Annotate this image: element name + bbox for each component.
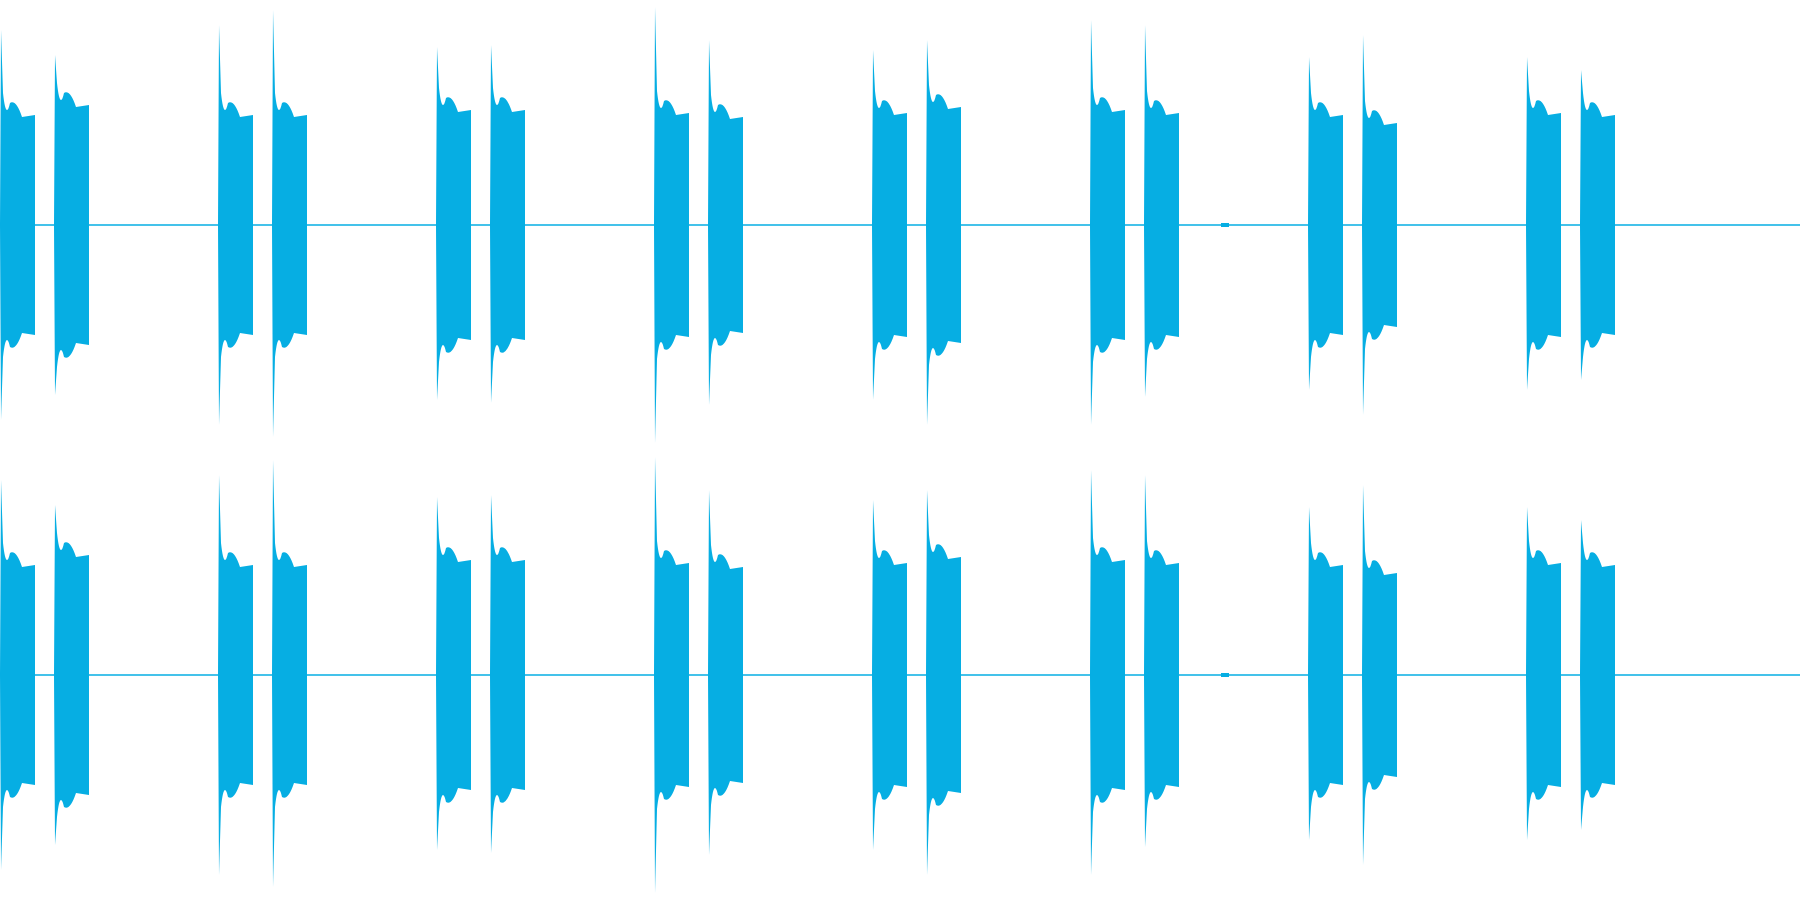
tone-burst bbox=[1144, 25, 1179, 397]
tone-burst bbox=[926, 40, 961, 425]
tone-burst bbox=[1308, 507, 1343, 840]
tone-burst bbox=[1526, 57, 1561, 390]
tone-burst bbox=[654, 457, 689, 893]
tone-burst bbox=[0, 480, 35, 870]
tone-burst bbox=[1526, 507, 1561, 840]
tone-burst bbox=[1308, 57, 1343, 390]
tone-burst bbox=[1362, 35, 1397, 415]
tone-burst bbox=[1144, 475, 1179, 847]
right-channel-waveform bbox=[0, 457, 1800, 893]
tone-burst bbox=[654, 7, 689, 443]
tone-burst bbox=[490, 45, 525, 403]
tone-burst bbox=[1580, 520, 1615, 830]
tone-burst bbox=[0, 30, 35, 420]
tone-burst bbox=[436, 497, 471, 850]
tone-burst bbox=[926, 490, 961, 875]
tone-burst bbox=[272, 460, 307, 887]
tone-burst bbox=[872, 500, 907, 850]
tone-burst bbox=[708, 490, 743, 855]
tone-burst bbox=[872, 50, 907, 400]
tone-burst bbox=[1090, 470, 1125, 875]
tone-burst bbox=[1580, 70, 1615, 380]
click-artifact bbox=[1221, 673, 1229, 677]
tone-burst bbox=[708, 40, 743, 405]
tone-burst bbox=[1090, 20, 1125, 425]
tone-burst bbox=[1362, 485, 1397, 865]
tone-burst bbox=[54, 505, 89, 845]
left-channel-waveform bbox=[0, 7, 1800, 443]
tone-burst bbox=[272, 10, 307, 437]
tone-burst bbox=[218, 25, 253, 425]
tone-burst bbox=[490, 495, 525, 853]
tone-burst bbox=[54, 55, 89, 395]
click-artifact bbox=[1221, 223, 1229, 227]
tone-burst bbox=[218, 475, 253, 875]
tone-burst bbox=[436, 47, 471, 400]
